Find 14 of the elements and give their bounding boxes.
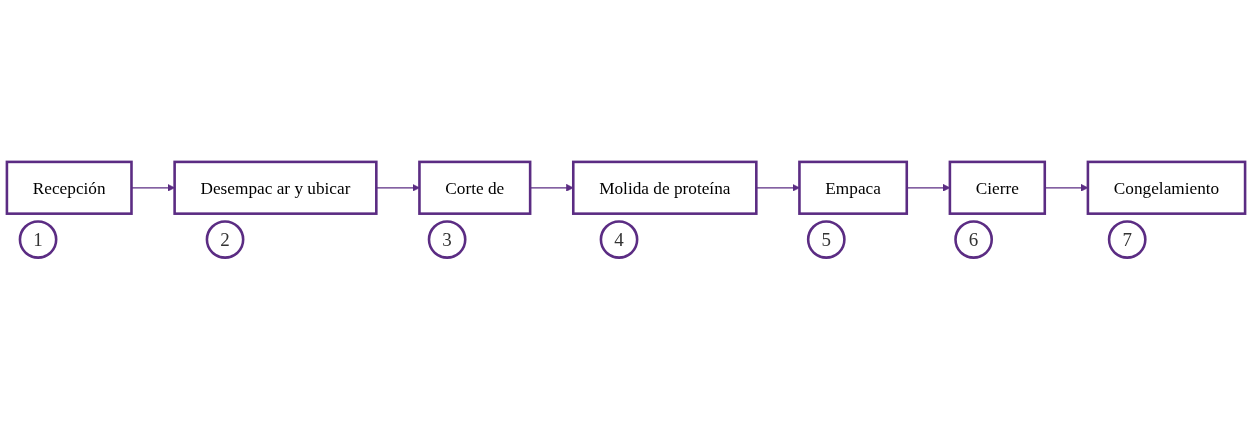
node-box: Desempac ar y ubicar xyxy=(173,160,378,216)
step-number: 2 xyxy=(205,220,245,260)
step-number: 3 xyxy=(427,220,467,260)
node-box: Cierre xyxy=(948,160,1047,216)
step-number: 1 xyxy=(18,220,58,260)
step-number: 5 xyxy=(806,220,846,260)
node-box: Corte de xyxy=(418,160,532,216)
node-box: Empaca xyxy=(798,160,909,216)
step-number: 6 xyxy=(954,220,994,260)
node-box: Congelamiento xyxy=(1086,160,1247,216)
step-number: 4 xyxy=(599,220,639,260)
node-box: Recepción xyxy=(5,160,133,216)
step-number: 7 xyxy=(1107,220,1147,260)
node-box: Molida de proteína xyxy=(571,160,758,216)
